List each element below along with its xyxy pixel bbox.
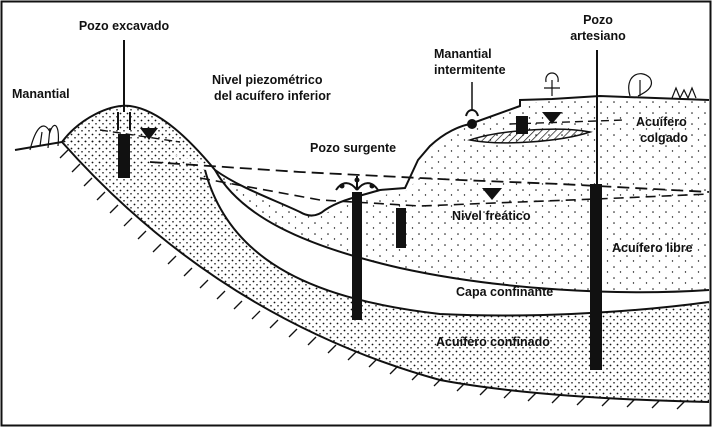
- label-capa-confinante: Capa confinante: [456, 285, 553, 299]
- label-acuifero-confinado: Acuífero confinado: [436, 335, 550, 349]
- label-nivel-piezometrico-2: del acuífero inferior: [214, 89, 331, 103]
- label-acuifero-colgado-2: colgado: [640, 131, 688, 145]
- label-pozo-surgente: Pozo surgente: [310, 141, 396, 155]
- label-acuifero-libre: Acuífero libre: [612, 241, 693, 255]
- shallow-well: [396, 208, 406, 248]
- label-nivel-freatico: Nivel freático: [452, 209, 531, 223]
- label-manantial: Manantial: [12, 87, 70, 101]
- label-nivel-piezometrico-1: Nivel piezométrico: [212, 73, 323, 87]
- label-manantial-intermitente-1: Manantial: [434, 47, 492, 61]
- label-pozo-excavado: Pozo excavado: [79, 19, 170, 33]
- label-acuifero-colgado-1: Acuífero: [636, 115, 687, 129]
- label-manantial-intermitente-2: intermitente: [434, 63, 506, 77]
- label-pozo-artesiano-2: artesiano: [570, 29, 626, 43]
- label-pozo-artesiano-1: Pozo: [583, 13, 613, 27]
